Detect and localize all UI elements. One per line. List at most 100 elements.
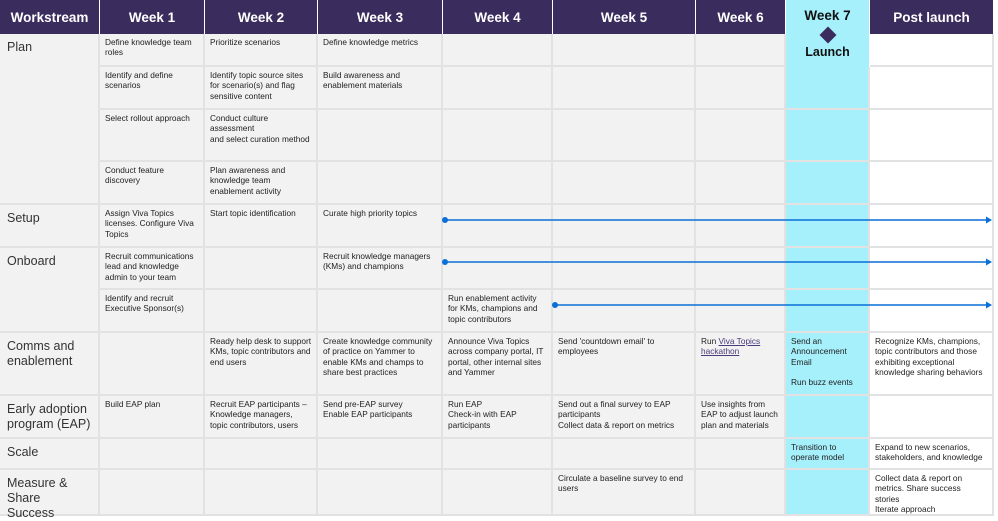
task-cell <box>786 67 870 110</box>
task-text: Define knowledge team roles <box>105 37 192 58</box>
task-text: Expand to new scenarios, stakeholders, a… <box>875 442 983 463</box>
task-cell <box>553 439 696 470</box>
task-text: Recruit communications lead and knowledg… <box>105 251 194 282</box>
column-header-label: Post launch <box>893 9 970 25</box>
task-text: Run enablement activity for KMs, champio… <box>448 293 538 324</box>
task-cell <box>553 110 696 162</box>
task-cell <box>443 34 553 67</box>
task-cell <box>553 290 696 333</box>
task-cell: Run enablement activity for KMs, champio… <box>443 290 553 333</box>
workstream-label: Setup <box>0 205 100 248</box>
workstream-label: Comms and enablement <box>0 333 100 396</box>
task-text: Build EAP plan <box>105 399 161 409</box>
task-cell: Ready help desk to support KMs, topic co… <box>205 333 318 396</box>
column-header-label: Week 7 <box>804 8 851 23</box>
task-cell <box>318 110 443 162</box>
task-cell: Use insights from EAP to adjust launch p… <box>696 396 786 439</box>
column-header-label: Week 2 <box>237 9 285 25</box>
column-header-label: Week 1 <box>128 9 176 25</box>
task-cell: Build awareness and enablement materials <box>318 67 443 110</box>
column-header-week-4: Week 4 <box>443 0 553 34</box>
task-cell <box>318 439 443 470</box>
task-text: Build awareness and enablement materials <box>323 70 403 91</box>
task-cell: Identify and recruit Executive Sponsor(s… <box>100 290 205 333</box>
task-cell <box>786 205 870 248</box>
task-cell: Assign Viva Topics licenses. Configure V… <box>100 205 205 248</box>
task-text: Use insights from EAP to adjust launch p… <box>701 399 778 430</box>
column-header-label: Week 5 <box>600 9 648 25</box>
task-cell: Conduct culture assessment and select cu… <box>205 110 318 162</box>
workstream-label: Measure & Share Success <box>0 470 100 520</box>
task-cell: Build EAP plan <box>100 396 205 439</box>
task-cell <box>553 205 696 248</box>
launch-label: Launch <box>805 45 850 59</box>
launch-milestone-diamond-icon <box>819 26 836 44</box>
task-cell <box>870 396 994 439</box>
task-cell <box>786 290 870 333</box>
task-cell <box>870 205 994 248</box>
task-cell: Send an Announcement Email Run buzz even… <box>786 333 870 396</box>
column-header-post-launch: Post launch <box>870 0 994 34</box>
task-cell <box>443 67 553 110</box>
column-header-workstream: Workstream <box>0 0 100 34</box>
task-text: Start topic identification <box>210 208 296 218</box>
task-text: Ready help desk to support KMs, topic co… <box>210 336 312 367</box>
task-cell <box>786 470 870 516</box>
task-cell <box>443 110 553 162</box>
task-text: Assign Viva Topics licenses. Configure V… <box>105 208 194 239</box>
task-text: Send an Announcement Email Run buzz even… <box>791 336 853 388</box>
column-header-label: Week 6 <box>717 9 764 25</box>
task-cell <box>100 470 205 516</box>
task-cell: Recruit knowledge managers (KMs) and cha… <box>318 248 443 290</box>
task-text: Send pre-EAP survey Enable EAP participa… <box>323 399 413 420</box>
task-cell <box>870 162 994 205</box>
task-cell <box>870 290 994 333</box>
task-cell <box>318 470 443 516</box>
task-text: Run EAP Check-in with EAP participants <box>448 399 517 430</box>
task-cell <box>100 439 205 470</box>
task-cell: Prioritize scenarios <box>205 34 318 67</box>
hackathon-link[interactable]: Viva Topics hackathon <box>701 336 761 357</box>
task-text: Run <box>701 336 719 346</box>
task-text: Send 'countdown email' to employees <box>558 336 655 357</box>
column-header-label: Week 4 <box>474 9 521 25</box>
task-cell: Conduct feature discovery <box>100 162 205 205</box>
task-cell: Identify topic source sites for scenario… <box>205 67 318 110</box>
task-cell: Run Viva Topics hackathon <box>696 333 786 396</box>
task-cell <box>786 110 870 162</box>
task-cell <box>205 290 318 333</box>
task-cell <box>443 470 553 516</box>
task-cell <box>553 248 696 290</box>
task-text: Circulate a baseline survey to end users <box>558 473 683 494</box>
column-header-week-5: Week 5 <box>553 0 696 34</box>
task-text: Prioritize scenarios <box>210 37 281 47</box>
task-cell <box>553 67 696 110</box>
task-text: Announce Viva Topics across company port… <box>448 336 544 377</box>
task-text: Select rollout approach <box>105 113 190 123</box>
workstream-label: Early adoption program (EAP) <box>0 396 100 439</box>
task-cell <box>318 162 443 205</box>
task-cell: Collect data & report on metrics. Share … <box>870 470 994 516</box>
task-cell: Circulate a baseline survey to end users <box>553 470 696 516</box>
column-header-week-6: Week 6 <box>696 0 786 34</box>
task-cell <box>696 470 786 516</box>
task-text: Recruit knowledge managers (KMs) and cha… <box>323 251 431 272</box>
task-cell <box>870 248 994 290</box>
task-cell <box>443 162 553 205</box>
task-text: Identify and define scenarios <box>105 70 173 91</box>
column-header-week-2: Week 2 <box>205 0 318 34</box>
task-text: Create knowledge community of practice o… <box>323 336 433 377</box>
task-cell <box>696 34 786 67</box>
task-text: Conduct culture assessment and select cu… <box>210 113 310 144</box>
workstream-label: Scale <box>0 439 100 470</box>
task-cell <box>205 470 318 516</box>
task-cell <box>696 110 786 162</box>
task-cell <box>786 248 870 290</box>
task-cell: Send pre-EAP survey Enable EAP participa… <box>318 396 443 439</box>
task-cell: Send 'countdown email' to employees <box>553 333 696 396</box>
column-header-week-3: Week 3 <box>318 0 443 34</box>
task-text: Identify topic source sites for scenario… <box>210 70 304 101</box>
task-cell <box>786 396 870 439</box>
column-header-label: Week 3 <box>356 9 404 25</box>
task-cell: Identify and define scenarios <box>100 67 205 110</box>
